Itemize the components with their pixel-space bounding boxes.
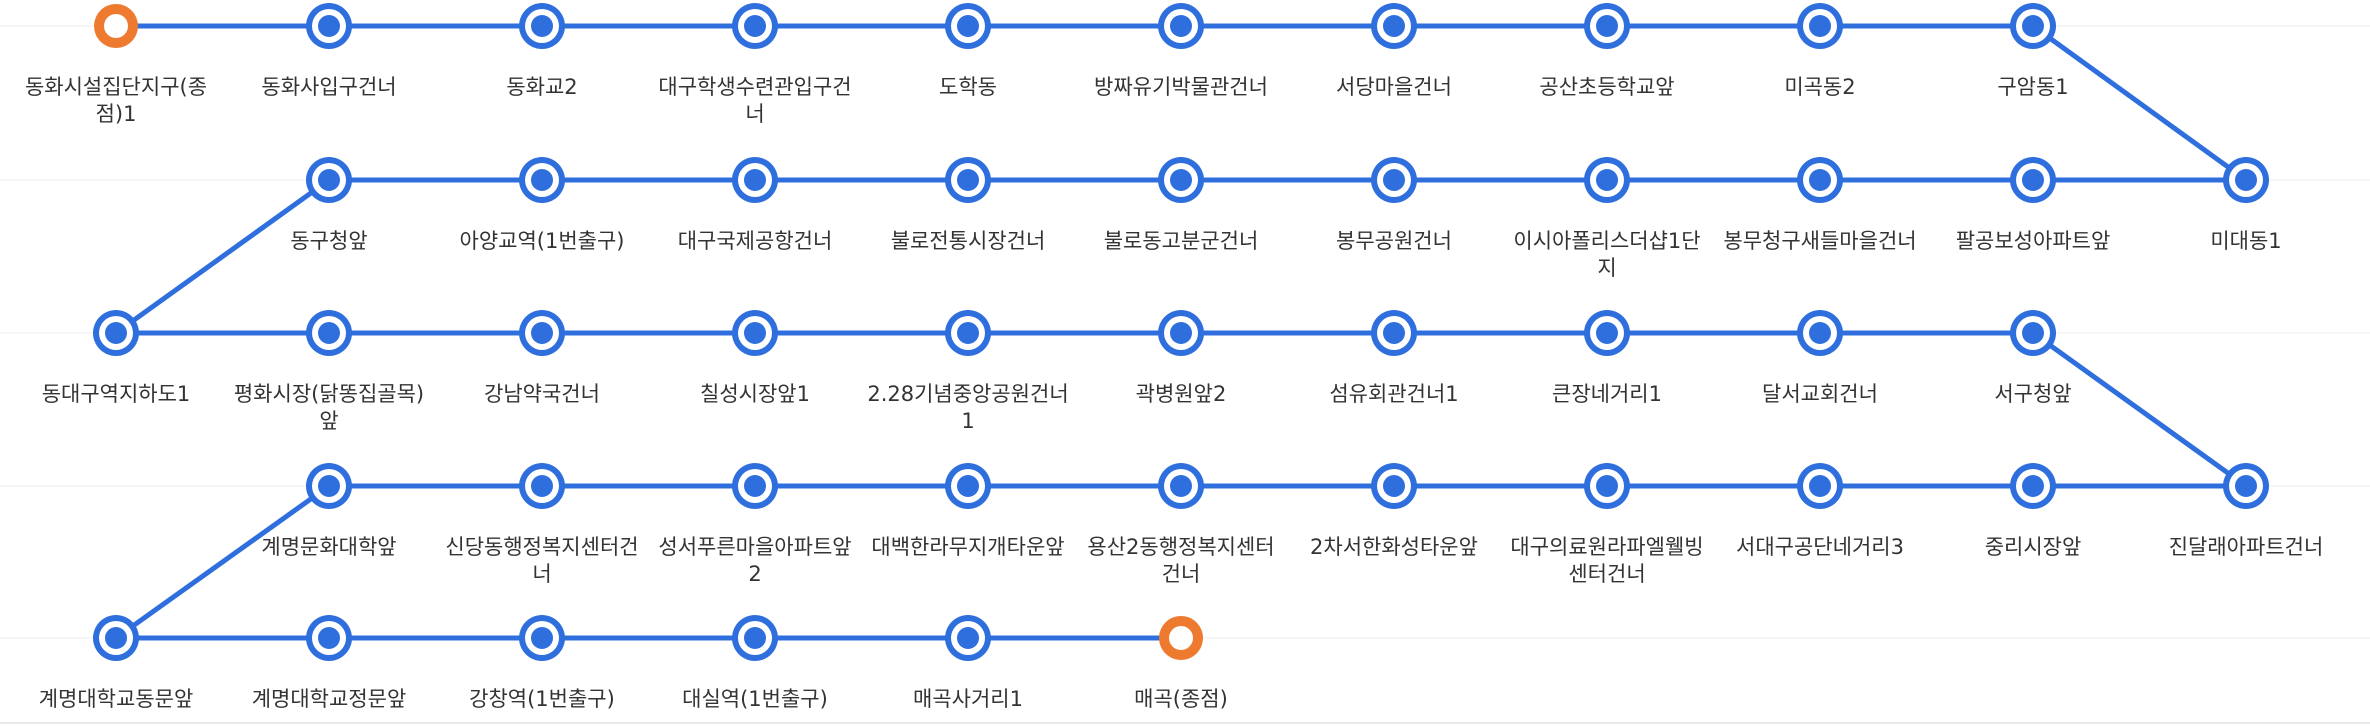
terminal-stop-marker-icon[interactable] <box>1159 616 1203 660</box>
bus-stop-marker-icon[interactable] <box>306 615 352 661</box>
bus-stop-marker-icon[interactable] <box>519 310 565 356</box>
route-segment <box>114 483 331 641</box>
stop-label[interactable]: 구암동1 <box>1997 75 2069 99</box>
stop-label[interactable]: 이시아폴리스더샵1단지 <box>1513 229 1701 280</box>
bus-stop-marker-icon[interactable] <box>306 310 352 356</box>
stop-label[interactable]: 대구의료원라파엘웰빙센터건너 <box>1510 535 1704 586</box>
stop-label[interactable]: 대백한라무지개타운앞 <box>871 535 1065 559</box>
stop-label[interactable]: 대구학생수련관입구건너 <box>658 75 852 126</box>
bus-stop-marker-icon[interactable] <box>306 463 352 509</box>
stop-label[interactable]: 매곡사거리1 <box>913 687 1023 711</box>
stop-label[interactable]: 계명문화대학앞 <box>261 535 397 559</box>
stop-label[interactable]: 서대구공단네거리3 <box>1736 535 1904 559</box>
bus-stop-marker-icon[interactable] <box>2010 310 2056 356</box>
bus-stop-marker-icon[interactable] <box>945 615 991 661</box>
route-segment <box>114 177 331 336</box>
stop-label[interactable]: 성서푸른마을아파트앞2 <box>658 535 852 586</box>
stop-label[interactable]: 미곡동2 <box>1784 75 1856 99</box>
stop-label[interactable]: 계명대학교정문앞 <box>251 687 407 711</box>
stop-label[interactable]: 계명대학교동문앞 <box>38 687 194 711</box>
bus-stop-marker-icon[interactable] <box>306 3 352 49</box>
bus-stop-marker-icon[interactable] <box>519 615 565 661</box>
bus-stop-marker-icon[interactable] <box>2010 3 2056 49</box>
stop-label[interactable]: 큰장네거리1 <box>1552 382 1662 406</box>
stop-label[interactable]: 칠성시장앞1 <box>700 382 810 406</box>
stop-label[interactable]: 신당동행정복지센터건너 <box>445 535 639 586</box>
bus-stop-marker-icon[interactable] <box>2010 157 2056 203</box>
bus-stop-marker-icon[interactable] <box>1797 310 1843 356</box>
bus-stop-marker-icon[interactable] <box>306 157 352 203</box>
bus-stop-marker-icon[interactable] <box>945 310 991 356</box>
bus-stop-marker-icon[interactable] <box>1158 310 1204 356</box>
stop-label[interactable]: 동화시설집단지구(종점)1 <box>24 75 208 126</box>
stop-label[interactable]: 중리시장앞 <box>1984 535 2082 559</box>
bus-stop-marker-icon[interactable] <box>732 3 778 49</box>
stop-label[interactable]: 미대동1 <box>2210 229 2282 253</box>
bus-stop-marker-icon[interactable] <box>93 615 139 661</box>
stop-label[interactable]: 동화사입구건너 <box>261 75 397 99</box>
stop-label[interactable]: 달서교회건너 <box>1762 382 1878 406</box>
route-segment <box>2031 330 2248 489</box>
stop-label[interactable]: 대구국제공항건너 <box>677 229 833 253</box>
stop-label[interactable]: 섬유회관건너1 <box>1329 382 1459 406</box>
bus-stop-marker-icon[interactable] <box>2010 463 2056 509</box>
bus-stop-marker-icon[interactable] <box>519 157 565 203</box>
terminal-stop-marker-icon[interactable] <box>94 4 138 48</box>
stop-label[interactable]: 팔공보성아파트앞 <box>1955 229 2111 253</box>
stop-label[interactable]: 아양교역(1번출구) <box>459 229 625 253</box>
stop-label[interactable]: 강창역(1번출구) <box>469 687 615 711</box>
bus-stop-marker-icon[interactable] <box>1371 310 1417 356</box>
stop-label[interactable]: 불로전통시장건너 <box>890 229 1046 253</box>
stop-label[interactable]: 진달래아파트건너 <box>2168 535 2324 559</box>
bus-stop-marker-icon[interactable] <box>1371 157 1417 203</box>
bus-stop-marker-icon[interactable] <box>2223 463 2269 509</box>
bus-stop-marker-icon[interactable] <box>1797 157 1843 203</box>
stop-label[interactable]: 동대구역지하도1 <box>41 382 191 406</box>
stop-label[interactable]: 불로동고분군건너 <box>1103 229 1259 253</box>
stop-label[interactable]: 2.28기념중앙공원건너1 <box>867 382 1069 433</box>
bus-stop-marker-icon[interactable] <box>1584 3 1630 49</box>
stop-label[interactable]: 공산초등학교앞 <box>1539 75 1675 99</box>
stop-label[interactable]: 방짜유기박물관건너 <box>1094 75 1268 99</box>
bus-stop-marker-icon[interactable] <box>1584 310 1630 356</box>
stop-label[interactable]: 용산2동행정복지센터건너 <box>1087 535 1275 586</box>
route-segment <box>2031 23 2248 183</box>
bus-stop-marker-icon[interactable] <box>945 463 991 509</box>
stop-label[interactable]: 대실역(1번출구) <box>682 687 828 711</box>
bus-stop-marker-icon[interactable] <box>945 157 991 203</box>
stop-label[interactable]: 곽병원앞2 <box>1135 382 1227 406</box>
stop-label[interactable]: 2차서한화성타운앞 <box>1310 535 1478 559</box>
stop-label[interactable]: 봉무공원건너 <box>1336 229 1452 253</box>
stop-label[interactable]: 서당마을건너 <box>1336 75 1452 99</box>
bus-stop-marker-icon[interactable] <box>1797 463 1843 509</box>
stop-label[interactable]: 강남약국건너 <box>484 382 600 406</box>
stop-label[interactable]: 동구청앞 <box>290 229 368 253</box>
bus-stop-marker-icon[interactable] <box>945 3 991 49</box>
bus-stop-marker-icon[interactable] <box>1158 3 1204 49</box>
stop-label[interactable]: 봉무청구새들마을건너 <box>1723 229 1917 253</box>
stop-label[interactable]: 동화교2 <box>506 75 578 99</box>
bus-stop-marker-icon[interactable] <box>519 463 565 509</box>
bus-stop-marker-icon[interactable] <box>1158 463 1204 509</box>
bus-stop-marker-icon[interactable] <box>93 310 139 356</box>
stop-label[interactable]: 도학동 <box>939 75 997 99</box>
bus-stop-marker-icon[interactable] <box>2223 157 2269 203</box>
bus-stop-marker-icon[interactable] <box>732 463 778 509</box>
bus-stop-marker-icon[interactable] <box>1584 463 1630 509</box>
bottom-divider <box>0 722 2370 724</box>
bus-stop-marker-icon[interactable] <box>732 615 778 661</box>
bus-stop-marker-icon[interactable] <box>732 310 778 356</box>
stop-label[interactable]: 서구청앞 <box>1994 382 2072 406</box>
stop-label[interactable]: 매곡(종점) <box>1134 687 1228 711</box>
bus-stop-marker-icon[interactable] <box>1371 3 1417 49</box>
bus-stop-marker-icon[interactable] <box>1584 157 1630 203</box>
bus-stop-marker-icon[interactable] <box>1371 463 1417 509</box>
bus-stop-marker-icon[interactable] <box>732 157 778 203</box>
bus-stop-marker-icon[interactable] <box>1158 157 1204 203</box>
bus-stop-marker-icon[interactable] <box>1797 3 1843 49</box>
bus-stop-marker-icon[interactable] <box>519 3 565 49</box>
stop-label[interactable]: 평화시장(닭똥집골목)앞 <box>233 382 425 433</box>
